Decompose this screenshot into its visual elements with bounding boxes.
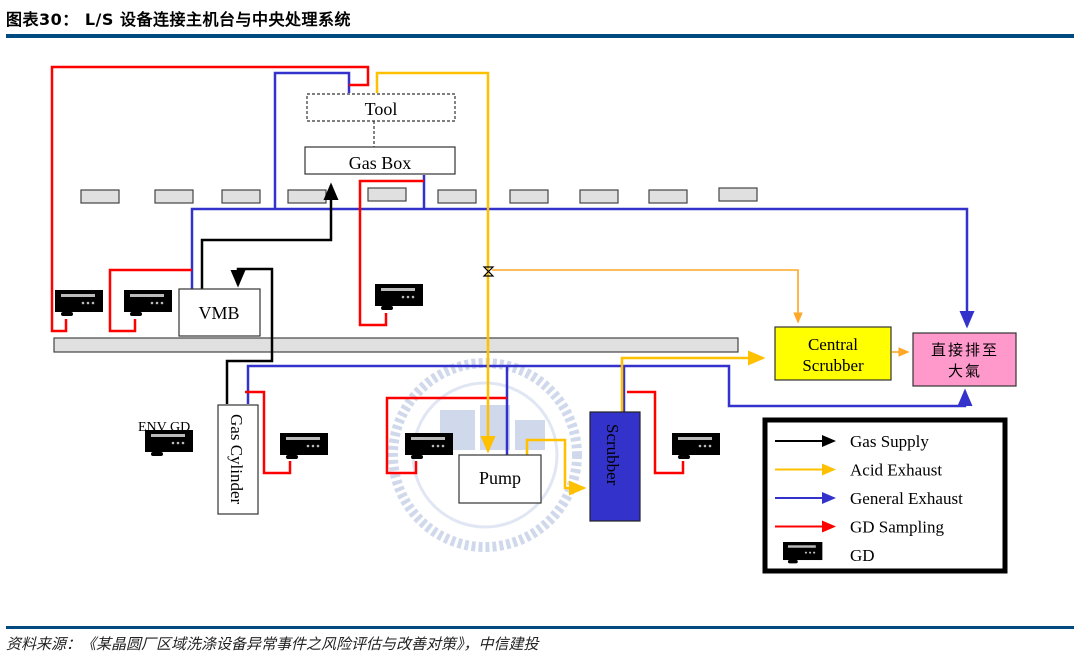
legend-label: GD (850, 546, 875, 565)
gas-cylinder-label: Gas Cylinder (227, 414, 246, 505)
legend-label: Acid Exhaust (850, 461, 942, 480)
central-scrubber-label-2: Scrubber (802, 356, 864, 375)
pump-node: Pump (458, 454, 542, 504)
gas-supply-lines (200, 182, 339, 404)
gd-icon (124, 290, 172, 316)
atmosphere-exhaust-node: 直接排至 大氣 (912, 332, 1017, 387)
pump-label: Pump (479, 468, 521, 488)
legend-label: Gas Supply (850, 432, 929, 451)
scrubber-node: Scrubber (589, 411, 641, 522)
legend-label: General Exhaust (850, 489, 963, 508)
gas-cylinder-node: Gas Cylinder (217, 404, 259, 515)
gas-box-node: Gas Box (304, 146, 456, 175)
legend-item: Gas Supply (775, 432, 929, 451)
valve-icon (482, 266, 495, 277)
central-scrubber-node: Central Scrubber (774, 326, 892, 381)
acid-exhaust-lines (375, 71, 766, 496)
gas-box-label: Gas Box (349, 153, 412, 173)
floor-slab (53, 337, 739, 353)
gd-icon (672, 433, 720, 459)
vmb-label: VMB (198, 303, 239, 323)
watermark-seal (388, 358, 582, 552)
general-exhaust-lines (190, 71, 975, 455)
env-gd-label: ENV GD (138, 420, 190, 435)
gd-icon (375, 284, 423, 310)
title-divider (6, 34, 1074, 38)
scrubber-label: Scrubber (603, 424, 622, 486)
central-scrubber-label-1: Central (808, 335, 858, 354)
legend-item: GD Sampling (775, 518, 944, 537)
vmb-node: VMB (178, 288, 261, 337)
gd-sampling-lines (50, 65, 685, 475)
legend-item: Acid Exhaust (775, 461, 942, 480)
atmosphere-label-2: 大氣 (948, 362, 982, 380)
footer-divider (6, 626, 1074, 629)
legend-item: GD (783, 542, 875, 565)
legend-item: General Exhaust (775, 489, 963, 508)
source-note: 资料来源：《某晶圆厂区域洗涤设备异常事件之风险评估与改善对策》，中信建投 (6, 635, 539, 653)
gd-icon (55, 290, 103, 316)
gd-icon (280, 433, 328, 459)
legend-label: GD Sampling (850, 518, 944, 537)
tool-label: Tool (365, 99, 398, 119)
atmosphere-label-1: 直接排至 (931, 341, 999, 359)
ceiling-ducts (80, 187, 758, 204)
acid-exhaust-branch (492, 269, 910, 357)
figure-title: 图表30： L/S 设备连接主机台与中央处理系统 (6, 10, 351, 29)
tool-node: Tool (306, 93, 456, 122)
